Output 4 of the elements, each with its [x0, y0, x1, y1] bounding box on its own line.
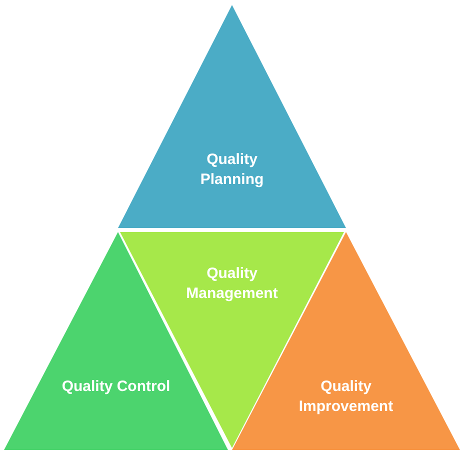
segment-label: Quality Planning [199, 150, 265, 190]
segment-label: Quality Control [60, 377, 172, 397]
segment-label: Quality Management [185, 264, 279, 304]
segment-label: Quality Improvement [298, 377, 394, 417]
